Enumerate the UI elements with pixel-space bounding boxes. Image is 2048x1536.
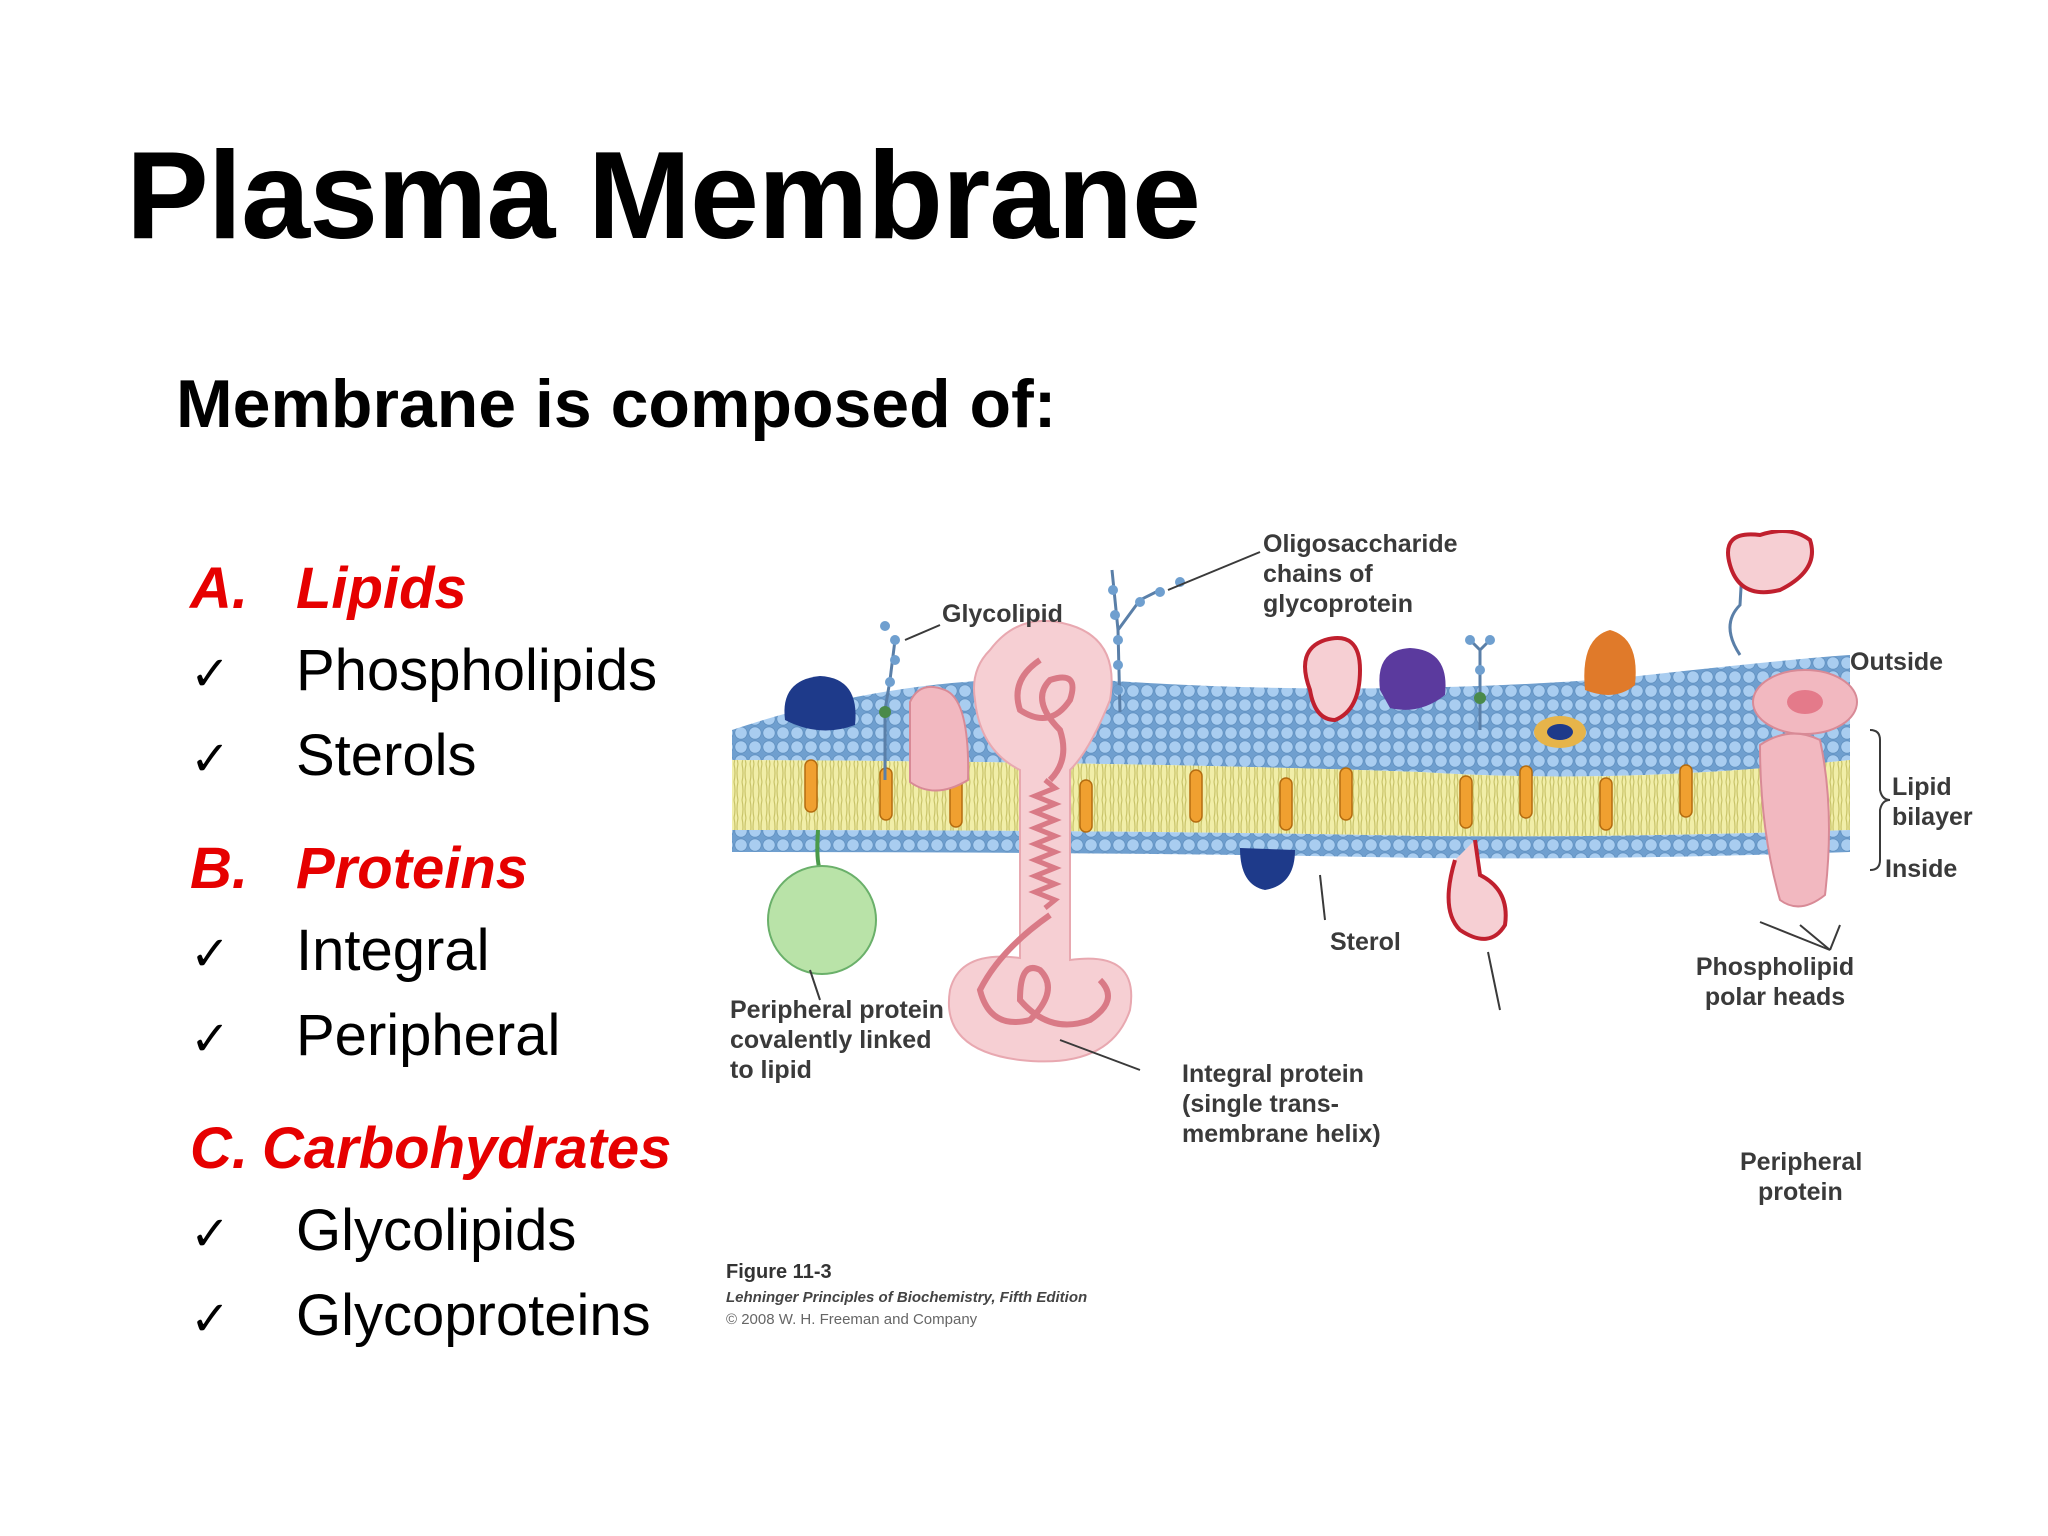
- list-item: ✓ Glycoproteins: [190, 1275, 710, 1360]
- list-item-label: Glycoproteins: [296, 1283, 651, 1348]
- checkmark-icon: ✓: [190, 1011, 231, 1067]
- label-peripheral-protein-1: Peripheral: [1740, 1148, 1862, 1176]
- peripheral-protein-lipid-linked: [767, 865, 877, 975]
- checkmark-icon: ✓: [190, 1206, 231, 1262]
- label-peripheral-lipid-1: Peripheral protein: [730, 996, 944, 1024]
- list-item: ✓ Phospholipids: [190, 630, 710, 715]
- label-integral-1: Integral protein: [1182, 1060, 1364, 1088]
- label-oligosaccharide-1: Oligosaccharide: [1263, 530, 1458, 558]
- composition-list: A. Lipids ✓ Phospholipids ✓ Sterols B. Prote…: [190, 548, 710, 1388]
- section-carbohydrates: C.Carbohydrates ✓ Glycolipids ✓ Glycoprote…: [190, 1108, 710, 1360]
- label-oligosaccharide-3: glycoprotein: [1263, 590, 1413, 618]
- section-title: Carbohydrates: [262, 1116, 672, 1181]
- sterol: [1519, 765, 1533, 819]
- sterol: [1339, 767, 1353, 821]
- label-phospholipid-heads-2: polar heads: [1705, 983, 1845, 1011]
- sterol: [1279, 777, 1293, 831]
- list-item-label: Sterols: [296, 723, 477, 788]
- section-title: Lipids: [296, 556, 467, 621]
- label-sterol: Sterol: [1330, 928, 1401, 956]
- list-item-label: Glycolipids: [296, 1198, 577, 1263]
- peripheral-protein-inside: [1446, 839, 1508, 941]
- integral-protein: [947, 619, 1133, 1063]
- label-glycolipid: Glycolipid: [942, 600, 1063, 628]
- sterol: [1599, 777, 1613, 831]
- slide-subtitle: Membrane is composed of:: [176, 366, 1057, 442]
- glycoprotein-stalk: [1728, 569, 1744, 656]
- label-peripheral-protein-2: protein: [1758, 1178, 1843, 1206]
- protein-navy-bottom: [1240, 848, 1295, 890]
- list-item: ✓ Peripheral: [190, 995, 710, 1080]
- lower-head-layer: [732, 830, 1850, 859]
- leader-lines: [809, 551, 1891, 1071]
- checkmark-icon: ✓: [190, 731, 231, 787]
- section-heading: B. Proteins: [190, 828, 710, 910]
- sterol: [804, 759, 818, 813]
- list-item-label: Integral: [296, 918, 490, 983]
- protein-tall-pink: [1758, 732, 1830, 908]
- section-letter: B.: [190, 836, 248, 901]
- sterol: [1679, 764, 1693, 818]
- figure-caption: Figure 11-3 Lehninger Principles of Bioc…: [726, 1261, 1087, 1328]
- list-item: ✓ Glycolipids: [190, 1190, 710, 1275]
- protein-orange: [1584, 630, 1636, 695]
- oligosaccharide-chain: [1108, 569, 1185, 713]
- label-integral-2: (single trans-: [1182, 1090, 1339, 1118]
- checkmark-icon: ✓: [190, 1291, 231, 1347]
- slide-title: Plasma Membrane: [126, 127, 1201, 265]
- section-letter: A.: [190, 556, 248, 621]
- upper-head-layer: [732, 655, 1850, 777]
- caption-figure: Figure 11-3: [726, 1261, 832, 1283]
- label-integral-3: membrane helix): [1182, 1120, 1381, 1148]
- membrane-figure: Oligosaccharide chains of glycoprotein G…: [720, 530, 2000, 1350]
- protein-pink-rim: [1303, 636, 1363, 723]
- membrane-diagram: Oligosaccharide chains of glycoprotein G…: [726, 530, 1973, 1328]
- list-item-label: Phospholipids: [296, 638, 658, 703]
- protein-navy: [784, 676, 856, 731]
- label-phospholipid-heads-1: Phospholipid: [1696, 953, 1854, 981]
- checkmark-icon: ✓: [190, 926, 231, 982]
- caption-book: Lehninger Principles of Biochemistry, Fi…: [726, 1289, 1087, 1306]
- list-item-label: Peripheral: [296, 1003, 561, 1068]
- sterol: [1079, 779, 1093, 833]
- section-proteins: B. Proteins ✓ Integral ✓ Peripheral: [190, 828, 710, 1080]
- label-lipid-bilayer-1: Lipid: [1892, 773, 1952, 801]
- protein-pink: [909, 686, 970, 792]
- checkmark-icon: ✓: [190, 646, 231, 702]
- sterol: [1459, 775, 1473, 829]
- list-item: ✓ Integral: [190, 910, 710, 995]
- protein-purple: [1379, 648, 1446, 710]
- label-lipid-bilayer-2: bilayer: [1892, 803, 1973, 831]
- label-peripheral-lipid-2: covalently linked: [730, 1026, 931, 1054]
- section-heading: A. Lipids: [190, 548, 710, 630]
- label-oligosaccharide-2: chains of: [1263, 560, 1373, 588]
- glycolipid: [879, 621, 900, 780]
- label-outside: Outside: [1850, 648, 1943, 676]
- sterol: [1189, 769, 1203, 823]
- caption-copyright: © 2008 W. H. Freeman and Company: [726, 1311, 978, 1328]
- section-letter: C.: [190, 1116, 248, 1181]
- label-inside: Inside: [1885, 855, 1957, 883]
- glycolipid-right: [1465, 635, 1495, 730]
- list-item: ✓ Sterols: [190, 715, 710, 800]
- section-heading: C.Carbohydrates: [190, 1108, 710, 1190]
- section-lipids: A. Lipids ✓ Phospholipids ✓ Sterols: [190, 548, 710, 800]
- peripheral-protein-top: [1726, 530, 1814, 595]
- label-peripheral-lipid-3: to lipid: [730, 1056, 812, 1084]
- section-title: Proteins: [296, 836, 529, 901]
- figure-labels: Oligosaccharide chains of glycoprotein G…: [730, 530, 1973, 1206]
